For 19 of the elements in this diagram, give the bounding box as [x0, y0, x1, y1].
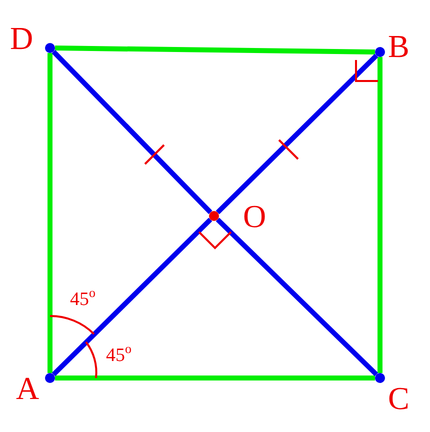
angle-label: 45$^{o}$	[106, 342, 132, 365]
line-segment	[48, 53, 52, 373]
point-label: A	[16, 372, 40, 404]
point	[45, 43, 55, 53]
point	[45, 373, 55, 383]
line-segment	[216, 54, 378, 214]
line-segment	[54, 46, 376, 54]
line-segment	[216, 218, 378, 376]
line-segment	[55, 376, 375, 380]
point	[375, 373, 385, 383]
line-segment	[378, 57, 382, 373]
point-label: D	[10, 22, 34, 54]
point-label: C	[388, 382, 410, 414]
line-segment	[52, 218, 212, 376]
line-segment	[52, 50, 212, 214]
point-label: B	[388, 30, 410, 62]
point-label: O	[243, 200, 266, 232]
angle-label: 45$^{o}$	[70, 286, 96, 309]
point	[375, 47, 385, 57]
